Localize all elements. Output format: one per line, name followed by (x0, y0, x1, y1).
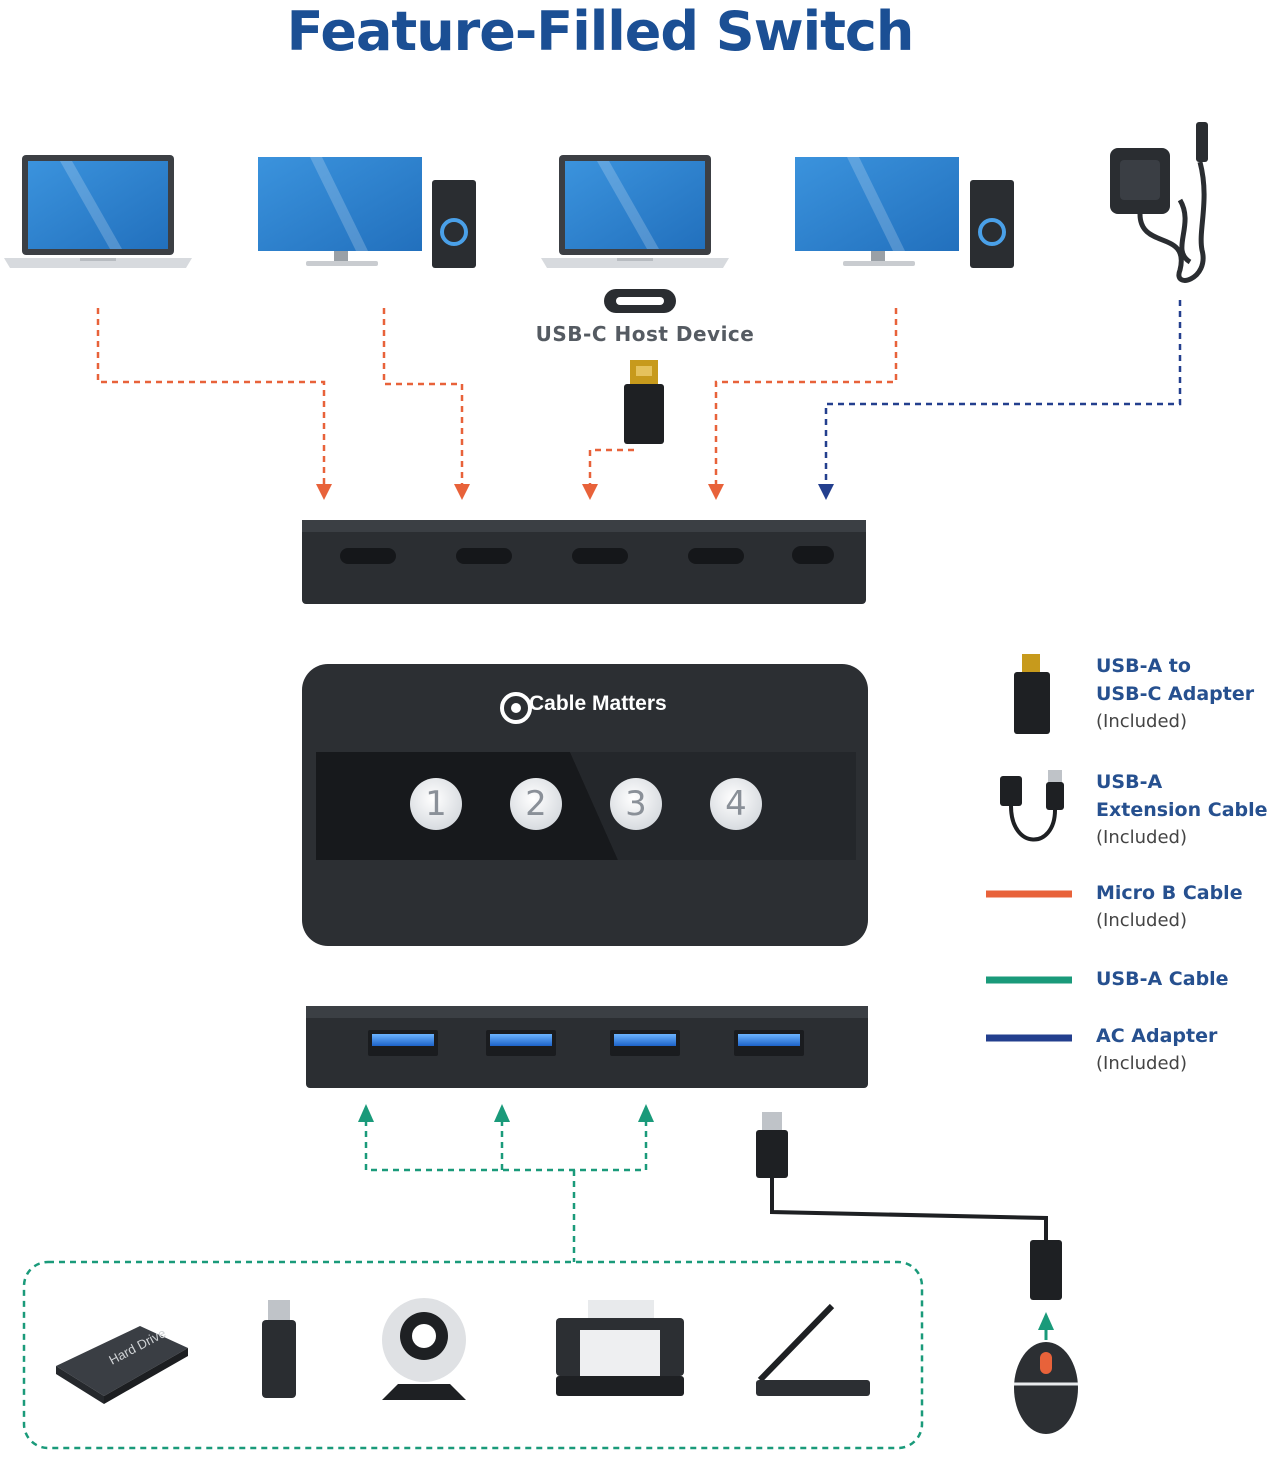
usb-a-to-usb-c-adapter-icon (624, 360, 664, 444)
switch-button-4: 4 (710, 778, 762, 830)
printer-icon (556, 1300, 684, 1396)
page-title: Feature-Filled Switch (286, 0, 915, 63)
legend-note: (Included) (1096, 827, 1187, 848)
webcam-icon (382, 1298, 466, 1400)
switch-back-panel (302, 520, 866, 604)
usb-extension-cable-icon (756, 1112, 1062, 1300)
up-arrows (358, 1104, 1054, 1340)
legend-adapter-icon (1014, 654, 1050, 734)
switch-front-panel (306, 1006, 868, 1088)
laptop-icon (4, 155, 192, 268)
ac-power-adapter-icon (1110, 122, 1208, 283)
mouse-icon (1014, 1342, 1078, 1434)
scanner-icon (756, 1303, 870, 1396)
desktop-computer-icon (795, 157, 1014, 268)
external-hard-drive-icon: Hard Drive (56, 1325, 188, 1404)
switch-button-2: 2 (510, 778, 562, 830)
usb-c-port-icon (604, 289, 676, 313)
legend-item-ac-adapter: AC Adapter (Included) (1096, 1022, 1217, 1078)
legend-note: (Included) (1096, 711, 1187, 732)
switch-button-3: 3 (610, 778, 662, 830)
legend-item-extension-cable: USB-A Extension Cable (Included) (1096, 768, 1268, 852)
usb-switch-top (302, 664, 868, 946)
legend-item-usb-a: USB-A Cable (1096, 965, 1229, 993)
usb-c-host-device-label: USB-C Host Device (535, 322, 755, 346)
brand-logo: Cable Matters (529, 692, 667, 715)
legend-item-micro-b: Micro B Cable (Included) (1096, 879, 1243, 935)
legend-label: USB-A (1096, 771, 1163, 793)
legend-label: USB-C Adapter (1096, 683, 1255, 705)
down-arrows (316, 484, 834, 500)
micro-b-cable-lines (96, 308, 898, 486)
legend-label: USB-A to (1096, 655, 1191, 677)
legend-label: Extension Cable (1096, 799, 1268, 821)
desktop-computer-icon (258, 157, 476, 268)
legend-extension-cable-icon (1000, 770, 1064, 842)
ac-adapter-line (824, 300, 1182, 486)
legend-note: (Included) (1096, 1053, 1187, 1074)
legend-label: USB-A Cable (1096, 968, 1229, 990)
usb-flash-drive-icon (262, 1300, 296, 1398)
legend-item-adapter: USB-A to USB-C Adapter (Included) (1096, 652, 1254, 736)
switch-button-1: 1 (410, 778, 462, 830)
laptop-icon (541, 155, 729, 268)
legend-label: Micro B Cable (1096, 882, 1243, 904)
usb-a-cable-lines (22, 1120, 924, 1450)
legend-label: AC Adapter (1096, 1025, 1218, 1047)
legend-note: (Included) (1096, 910, 1187, 931)
